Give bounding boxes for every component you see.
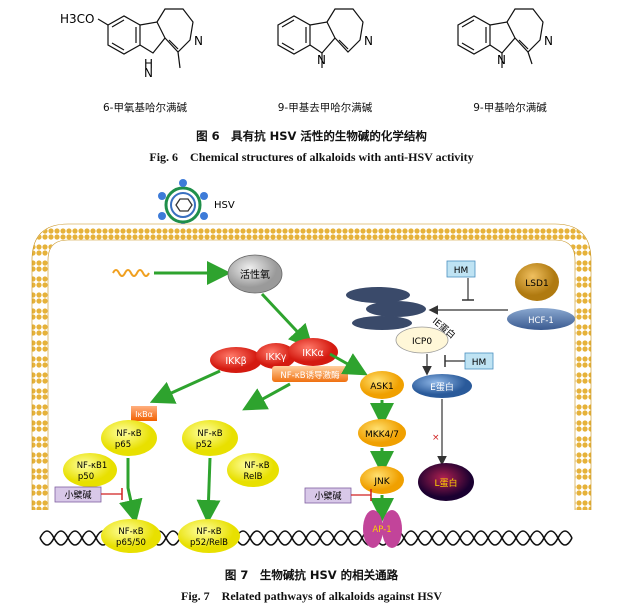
fig7-caption-cn: 图 7 生物碱抗 HSV 的相关通路 [224, 568, 399, 582]
cell-membrane [32, 224, 591, 510]
inhibit-mark: × [432, 433, 440, 443]
hcf1-node [507, 308, 575, 330]
nfkb-p52-bot: p52 [196, 440, 212, 450]
nfkb-relb-top: NF-κB [244, 461, 269, 471]
compound-2-structure [277, 8, 364, 68]
ap1-node [363, 510, 402, 548]
fig6-structures: H3CO N H N N N N N [60, 8, 553, 80]
compound-3-name: 9-甲基哈尔满碱 [473, 102, 547, 114]
dna-p6550-bot: p65/50 [116, 538, 146, 548]
compound-3-n-label: N [544, 34, 553, 48]
l-protein-label: L蛋白 [434, 477, 457, 489]
compound-2-n-label: N [364, 34, 373, 48]
nfkb-p52-node [182, 420, 238, 456]
compound-1-nh-label: N [144, 66, 153, 80]
ask1-node [360, 371, 404, 399]
e-protein-label: E蛋白 [430, 381, 454, 393]
compound-1-h-label: H [144, 57, 153, 71]
nfkb1-top: NF-κB1 [77, 461, 108, 471]
dna-p52relb-bot: p52/RelB [190, 538, 228, 548]
nfkb-p65-node [101, 420, 157, 456]
hsv-virus-icon [158, 179, 208, 231]
chromatin-icon [346, 287, 426, 330]
icp0-label: ICP0 [412, 337, 432, 347]
dna-p6550-top: NF-κB [118, 527, 143, 537]
mkk47-label: MKK4/7 [365, 430, 399, 440]
compound-2-name: 9-甲基去甲哈尔满碱 [277, 102, 373, 114]
nfkb-p65-top: NF-κB [116, 429, 141, 439]
lsd1-node [515, 263, 559, 301]
viral-genome-icon [112, 269, 150, 277]
ap1-label: AP-1 [372, 525, 391, 535]
ikkg-node [256, 343, 296, 369]
ikkb-label: IKKβ [225, 356, 246, 367]
dna-nfkb-p6550-node [101, 519, 161, 553]
e-protein-node [412, 374, 472, 398]
lsd1-label: LSD1 [525, 279, 548, 289]
nfkb-relb-node [227, 453, 279, 487]
ros-label: 活性氧 [240, 268, 270, 281]
ikba-label: IκBα [135, 410, 153, 419]
ikkg-label: IKKγ [266, 352, 287, 363]
fig7-pathway: HSV 活性氧 IKKβ IKKγ IKKα NF-κB诱导激酶 IκBα NF… [31, 179, 592, 553]
compound-2-n9-label: N [317, 53, 326, 67]
compound-3-structure [457, 8, 544, 68]
nfkb1-bot: p50 [78, 472, 94, 482]
hm-label-1: HM [454, 266, 469, 276]
jnk-label: JNK [373, 477, 390, 487]
nfkb-inducer-label: NF-κB诱导激酶 [280, 370, 340, 381]
berberine-label-2: 小檗碱 [314, 490, 341, 502]
icp0-node [395, 326, 449, 354]
dna-p52relb-top: NF-κB [196, 527, 221, 537]
compound-3-n9-label: N [497, 53, 506, 67]
nfkb-inducer-node [272, 366, 348, 382]
ros-node [227, 254, 283, 294]
fig6-caption-en: Fig. 6 Chemical structures of alkaloids … [149, 150, 474, 164]
nfkb-p65-bot: p65 [115, 440, 131, 450]
compound-1-structure [97, 8, 194, 69]
ikka-label: IKKα [302, 348, 324, 359]
fig6-caption-cn: 图 6 具有抗 HSV 活性的生物碱的化学结构 [196, 129, 427, 143]
compound-1-name: 6-甲氧基哈尔满碱 [103, 102, 187, 114]
hm-box-1 [446, 260, 476, 278]
ikka-node [288, 338, 338, 366]
berberine-label-1: 小檗碱 [64, 489, 91, 501]
l-protein-node [418, 463, 474, 501]
nfkb-relb-bot: RelB [244, 472, 263, 482]
ask1-label: ASK1 [370, 382, 394, 392]
fig7-caption-en: Fig. 7 Related pathways of alkaloids aga… [180, 589, 443, 603]
compound-1-substituent: H3CO [60, 12, 94, 26]
hm-label-2: HM [472, 358, 487, 368]
ikba-node [131, 406, 157, 421]
compound-1-n-label: N [194, 34, 203, 48]
nfkb-p52-top: NF-κB [197, 429, 222, 439]
ikkb-node [210, 347, 262, 373]
jnk-node [360, 466, 404, 494]
mkk47-node [358, 419, 406, 447]
nfkb1-p50-node [63, 453, 117, 487]
hsv-label: HSV [214, 200, 235, 211]
dna-nfkb-p52relb-node [178, 519, 240, 553]
hcf1-label: HCF-1 [528, 316, 554, 326]
